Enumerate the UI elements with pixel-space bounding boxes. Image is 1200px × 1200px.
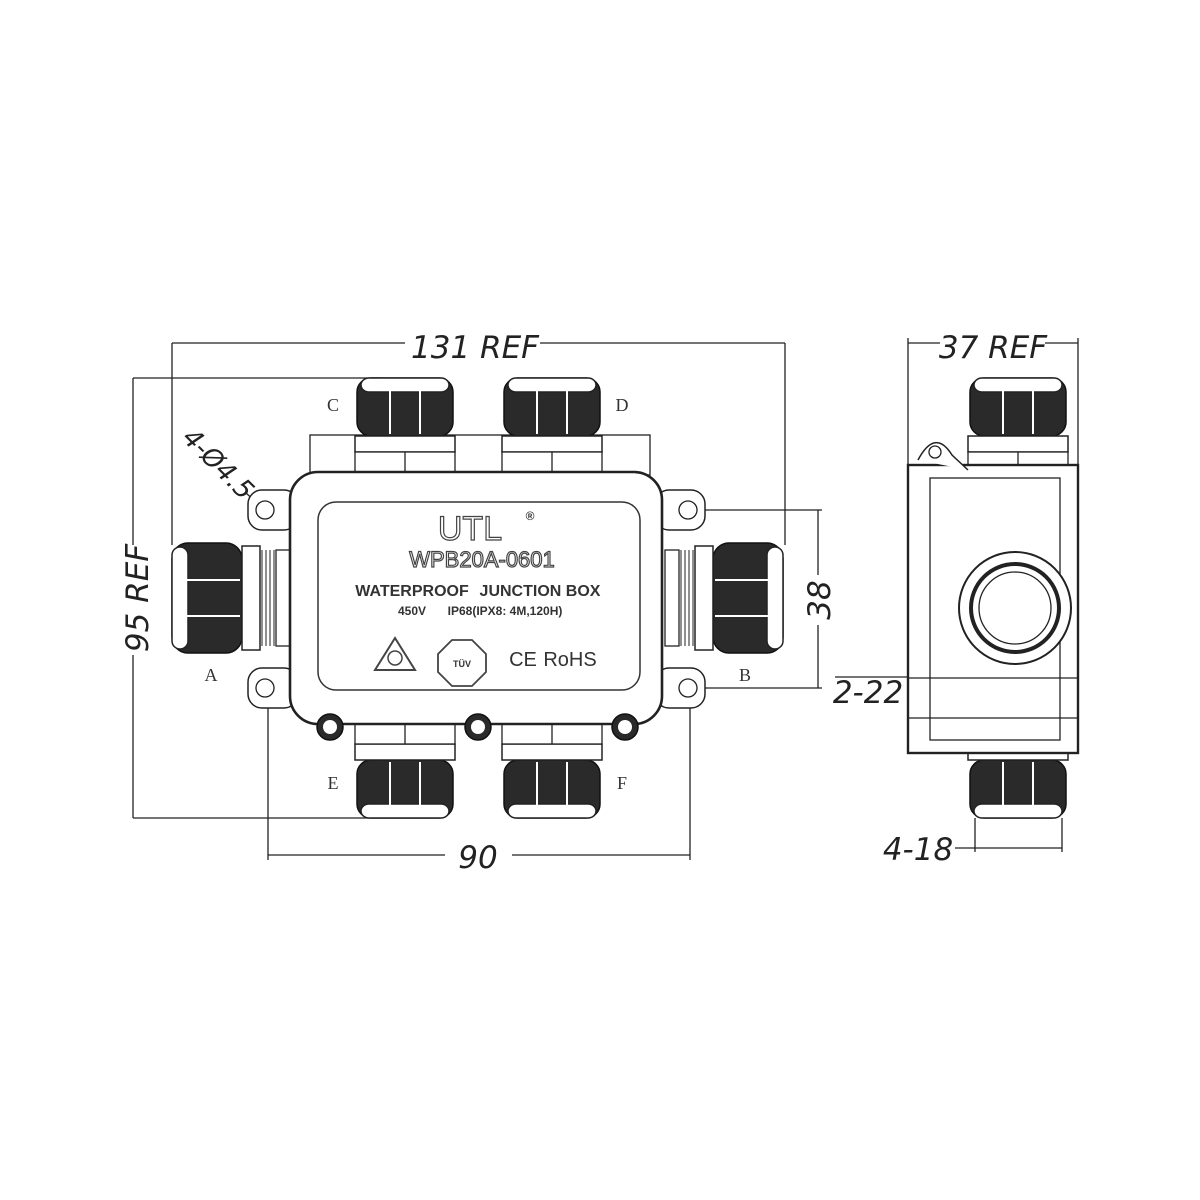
side-port-label: 2-22 (833, 675, 903, 711)
hole-spacing-label: 90 (458, 840, 497, 876)
ip-rating-text: IP68(IPX8: 4M,120H) (448, 604, 563, 618)
port-f-label: F (617, 773, 627, 793)
screws (316, 713, 639, 741)
hole-height-label: 38 (802, 580, 838, 619)
dimension-hole-height: 38 (700, 509, 838, 689)
dimension-width-ref: 131 REF (171, 330, 786, 545)
brand-logo: UTL (438, 510, 502, 548)
svg-text:TÜV: TÜV (453, 659, 471, 669)
height-ref-label: 95 REF (120, 543, 156, 652)
type-text-left: WATERPROOF (355, 583, 469, 600)
type-text-right: JUNCTION BOX (480, 583, 601, 600)
dimension-hole-spacing: 90 (267, 690, 691, 876)
tuv-mark-icon: TÜV (437, 639, 487, 687)
gland-c (354, 377, 456, 475)
gland-e (354, 721, 456, 819)
voltage-text: 450V (398, 604, 426, 618)
top-ports-label: 4-18 (883, 832, 953, 868)
ce-mark: CE (509, 649, 537, 671)
port-a-label: A (205, 665, 218, 685)
mounting-ears (247, 489, 706, 709)
depth-ref-label: 37 REF (939, 330, 1048, 366)
front-view: UTL ® WPB20A-0601 WATERPROOF JUNCTION BO… (171, 377, 784, 819)
dimension-height-ref: 95 REF (120, 377, 380, 819)
registered-mark: ® (526, 509, 535, 523)
side-view: 37 REF 2-22 4-18 (833, 330, 1080, 868)
width-ref-label: 131 REF (411, 330, 540, 366)
gland-a (171, 542, 291, 654)
port-c-label: C (327, 395, 339, 415)
port-b-label: B (739, 665, 751, 685)
model-number: WPB20A-0601 (409, 547, 555, 572)
rcm-mark-icon (373, 636, 417, 671)
gland-d (501, 377, 603, 475)
port-e-label: E (328, 773, 339, 793)
port-d-label: D (616, 395, 629, 415)
rohs-mark: RoHS (543, 649, 596, 671)
holes-label: 4-Ø4.5 (176, 423, 259, 506)
dimension-holes: 4-Ø4.5 (176, 423, 263, 509)
gland-b (664, 542, 784, 654)
gland-f (501, 721, 603, 819)
